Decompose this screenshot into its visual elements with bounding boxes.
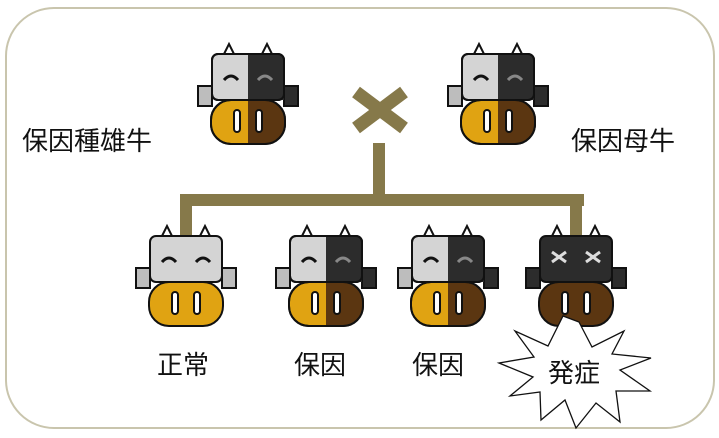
offspring-carrier-cow-icon: [396, 224, 500, 328]
offspring-label: 保因: [412, 351, 465, 381]
dam-label: 保因母牛: [571, 127, 676, 157]
burst-starburst-icon: [496, 315, 653, 430]
sire-cow-icon: [196, 42, 300, 146]
inheritance-connector: [180, 143, 584, 236]
offspring-normal-cow-icon: [134, 224, 238, 328]
cross-symbol-icon: [352, 86, 408, 134]
sire-label: 保因種雄牛: [22, 127, 153, 157]
offspring-label-affected: 発症: [548, 359, 601, 389]
offspring-label: 正常: [157, 351, 210, 381]
offspring-label: 保因: [294, 351, 347, 381]
offspring-carrier-cow-icon: [274, 224, 378, 328]
offspring-affected-cow-icon: [524, 224, 628, 328]
dam-cow-icon: [446, 42, 550, 146]
